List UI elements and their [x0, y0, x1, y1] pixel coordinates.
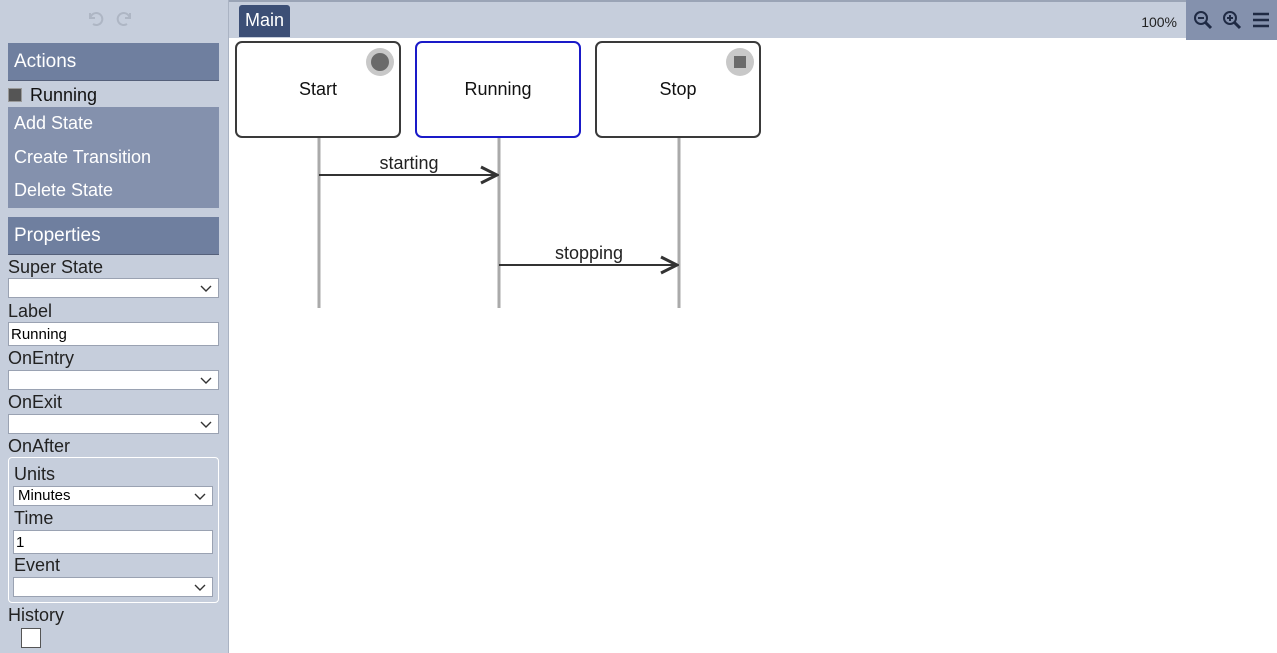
actions-list: Add State Create Transition Delete State — [8, 107, 219, 208]
history-checkbox[interactable] — [21, 628, 41, 648]
menu-icon[interactable] — [1249, 8, 1273, 32]
redo-icon[interactable] — [114, 8, 136, 30]
on-exit-select[interactable] — [8, 414, 219, 434]
units-select[interactable]: Minutes — [13, 486, 213, 506]
top-bar: Main 100% — [229, 0, 1277, 40]
on-entry-select[interactable] — [8, 370, 219, 390]
on-after-group: Units Minutes Time 1 Event — [8, 457, 219, 603]
event-select[interactable] — [13, 577, 213, 597]
chevron-down-icon — [200, 377, 212, 384]
add-state-button[interactable]: Add State — [14, 113, 94, 133]
properties-header: Properties — [8, 217, 219, 255]
time-label: Time — [14, 508, 54, 528]
label-field-label: Label — [8, 301, 53, 321]
diagram-canvas[interactable]: starting stopping Start Running Stop — [229, 38, 1277, 653]
on-after-label: OnAfter — [8, 436, 71, 456]
start-circle-icon[interactable] — [366, 48, 394, 76]
super-state-select[interactable] — [8, 278, 219, 298]
state-label: Stop — [659, 79, 697, 99]
zoom-out-icon[interactable] — [1191, 8, 1215, 32]
history-label: History — [8, 605, 65, 625]
units-value: Minutes — [18, 487, 71, 504]
state-square-icon — [8, 88, 22, 102]
diagram-lines: starting stopping — [317, 138, 681, 308]
on-entry-label: OnEntry — [8, 348, 75, 368]
super-state-label: Super State — [8, 257, 104, 277]
zoom-toolbar — [1186, 0, 1277, 40]
event-label: Event — [14, 555, 61, 575]
on-exit-label: OnExit — [8, 392, 63, 412]
chevron-down-icon — [194, 493, 206, 500]
zoom-in-icon[interactable] — [1220, 8, 1244, 32]
state-stop[interactable]: Stop — [595, 41, 761, 138]
state-label: Running — [464, 79, 532, 99]
create-transition-button[interactable]: Create Transition — [14, 146, 152, 167]
chevron-down-icon — [200, 421, 212, 428]
zoom-level: 100% — [1141, 14, 1177, 30]
chevron-down-icon — [194, 584, 206, 591]
state-start[interactable]: Start — [235, 41, 401, 138]
label-input[interactable]: Running — [8, 322, 219, 346]
tab-main[interactable]: Main — [239, 5, 291, 37]
transition-label-starting[interactable]: starting — [379, 153, 438, 173]
chevron-down-icon — [200, 285, 212, 292]
state-running[interactable]: Running — [415, 41, 581, 138]
current-state-indicator: Running — [8, 85, 97, 105]
stop-square-icon[interactable] — [726, 48, 754, 76]
current-state-label: Running — [30, 84, 98, 105]
actions-header: Actions — [8, 43, 219, 81]
time-input[interactable]: 1 — [13, 530, 213, 554]
undo-redo-group — [84, 8, 144, 34]
delete-state-button[interactable]: Delete State — [14, 180, 114, 201]
state-label: Start — [298, 79, 337, 99]
undo-icon[interactable] — [84, 8, 106, 30]
units-label: Units — [14, 464, 56, 484]
transition-label-stopping[interactable]: stopping — [555, 243, 623, 263]
sidebar: Actions Running Add State Create Transit… — [0, 0, 229, 653]
